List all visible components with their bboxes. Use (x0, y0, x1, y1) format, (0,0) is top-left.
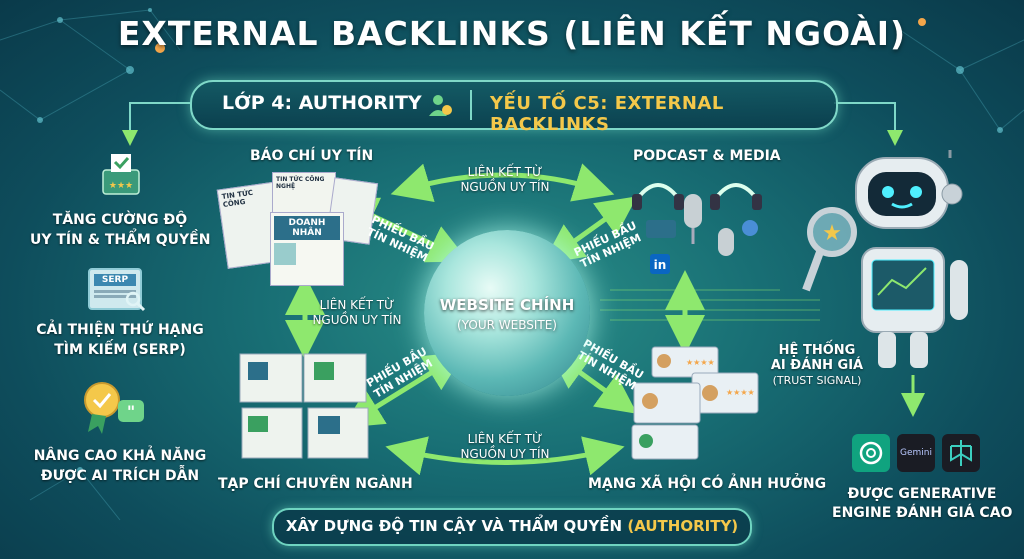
podcast-media-icon: in (632, 183, 762, 274)
ai-result-line2: ENGINE ĐÁNH GIÁ CAO (832, 505, 1013, 521)
gemini-logo-icon: Gemini (897, 434, 935, 472)
svg-text:★★★: ★★★ (109, 181, 133, 191)
perplexity-logo-icon (942, 434, 980, 472)
page-title: EXTERNAL BACKLINKS (LIÊN KẾT NGOÀI) (117, 14, 907, 53)
journals-icon (239, 353, 369, 459)
benefit-3-line2: ĐƯỢC AI TRÍCH DẪN (40, 468, 200, 484)
source-journal-label: TẠP CHÍ CHUYÊN NGÀNH (218, 476, 413, 492)
link-label-line2: NGUỒN UY TÍN (460, 180, 550, 194)
link-label-line2: NGUỒN UY TÍN (460, 447, 550, 461)
footer-accent: (AUTHORITY) (627, 517, 739, 535)
benefit-1-line1: TĂNG CƯỜNG ĐỘ (52, 212, 188, 228)
svg-text:": " (127, 402, 135, 421)
ai-robot-icon: ★ (802, 150, 968, 368)
authority-person-icon (429, 95, 452, 116)
svg-text:★★★★: ★★★★ (686, 358, 715, 367)
serp-icon: SERP (88, 268, 142, 310)
source-podcast-label: PODCAST & MEDIA (633, 148, 781, 164)
chatgpt-logo-icon (852, 434, 890, 472)
ai-system-line2: AI ĐÁNH GIÁ (770, 358, 864, 373)
newspaper: DOANH NHÂN (270, 212, 344, 286)
newspaper-title: DOANH NHÂN (274, 216, 340, 240)
svg-text:★★★★: ★★★★ (726, 388, 755, 397)
layer-bar: LỚP 4: AUTHORITY YẾU TỐ C5: EXTERNAL BAC… (190, 80, 838, 135)
source-press-label: BÁO CHÍ UY TÍN (250, 148, 374, 164)
hub-subtitle: (YOUR WEBSITE) (457, 318, 557, 332)
footer-text: XÂY DỰNG ĐỘ TIN CẬY VÀ THẨM QUYỀN (AUTHO… (274, 517, 750, 535)
benefit-2-line2: TÌM KIẾM (SERP) (54, 342, 186, 358)
footer-banner: XÂY DỰNG ĐỘ TIN CẬY VÀ THẨM QUYỀN (AUTHO… (272, 508, 752, 546)
ai-result-line1: ĐƯỢC GENERATIVE (847, 486, 997, 502)
link-label-line1: LIÊN KẾT TỪ (319, 298, 395, 312)
ai-system-line3: (TRUST SIGNAL) (772, 374, 862, 387)
layer-label: LỚP 4: AUTHORITY (222, 92, 422, 114)
factor-label: YẾU TỐ C5: EXTERNAL BACKLINKS (490, 93, 724, 135)
ai-system-line1: HỆ THỐNG (778, 343, 856, 358)
link-label-line1: LIÊN KẾT TỪ (467, 432, 543, 446)
svg-text:in: in (654, 258, 667, 272)
website-globe (424, 230, 590, 396)
award-quote-icon: " (84, 382, 144, 434)
svg-text:★: ★ (822, 221, 842, 246)
benefit-2-line1: CẢI THIỆN THỨ HẠNG (36, 322, 204, 338)
benefit-3-line1: NÂNG CAO KHẢ NĂNG (33, 448, 207, 464)
social-profiles-icon: ★★★★ ★★★★ (631, 346, 759, 460)
link-label-line1: LIÊN KẾT TỪ (467, 165, 543, 179)
link-label-line2: NGUỒN UY TÍN (312, 313, 402, 327)
ballot-box-icon: ★★★ (102, 154, 140, 195)
source-social-label: MẠNG XÃ HỘI CÓ ẢNH HƯỞNG (588, 476, 827, 492)
footer-main: XÂY DỰNG ĐỘ TIN CẬY VÀ THẨM QUYỀN (285, 517, 623, 535)
serp-badge: SERP (94, 274, 136, 286)
hub-title: WEBSITE CHÍNH (439, 296, 575, 314)
layer-divider (470, 90, 472, 120)
portrait-icon (274, 243, 296, 265)
newspaper-title: TIN TỨC CÔNG NGHỆ (276, 176, 325, 190)
benefit-1-line2: UY TÍN & THẨM QUYỀN (30, 232, 211, 248)
ai-system-label: HỆ THỐNG AI ĐÁNH GIÁ (TRUST SIGNAL) (762, 343, 872, 388)
magnifier-icon (125, 291, 146, 312)
